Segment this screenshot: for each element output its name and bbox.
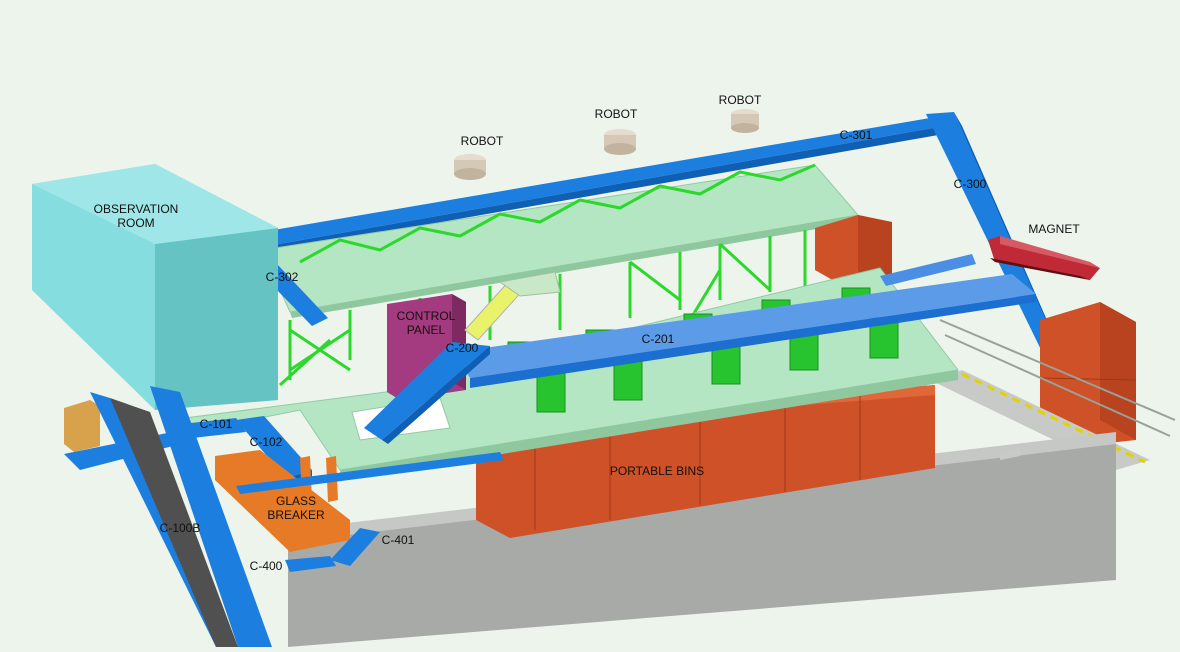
conveyor-c100b	[90, 386, 272, 647]
yellow-box	[64, 400, 100, 452]
c100b-label: C-100B	[159, 521, 201, 535]
magnet-label: MAGNET	[1028, 222, 1080, 236]
rails-right	[939, 319, 1176, 437]
conveyor-c301	[262, 118, 944, 252]
robot-1-label: ROBOT	[460, 134, 504, 148]
conveyor-c401	[330, 528, 380, 566]
control-panel-label: CONTROL PANEL	[396, 309, 456, 337]
c201-label: C-201	[641, 332, 675, 346]
robot-3	[731, 109, 759, 133]
robot-2	[604, 129, 636, 155]
green-frame	[278, 163, 816, 387]
c200-label: C-200	[445, 341, 479, 355]
c101-label: C-101	[199, 417, 233, 431]
c401-label: C-401	[381, 533, 415, 547]
conveyor-c400	[285, 556, 336, 572]
c400-label: C-400	[249, 559, 283, 573]
robot-1	[454, 154, 486, 180]
stairs	[464, 271, 561, 341]
c300-label: C-300	[953, 177, 987, 191]
observation-room	[32, 164, 278, 410]
c301-label: C-301	[839, 128, 873, 142]
robot-3-label: ROBOT	[718, 93, 762, 107]
magnet	[988, 236, 1100, 280]
conveyor-lower	[236, 452, 504, 494]
bins-right	[1039, 302, 1137, 446]
observation-room-label: OBSERVATION ROOM	[93, 202, 179, 230]
glass-breaker-label: GLASS BREAKER	[267, 494, 325, 522]
conveyor-c201	[455, 254, 1036, 388]
conveyor-c200	[364, 342, 490, 444]
portable-bins-label: PORTABLE BINS	[609, 464, 705, 478]
robot-2-label: ROBOT	[594, 107, 638, 121]
c102-label: C-102	[249, 435, 283, 449]
c302-label: C-302	[265, 270, 299, 284]
gray-plate	[1000, 448, 1020, 460]
